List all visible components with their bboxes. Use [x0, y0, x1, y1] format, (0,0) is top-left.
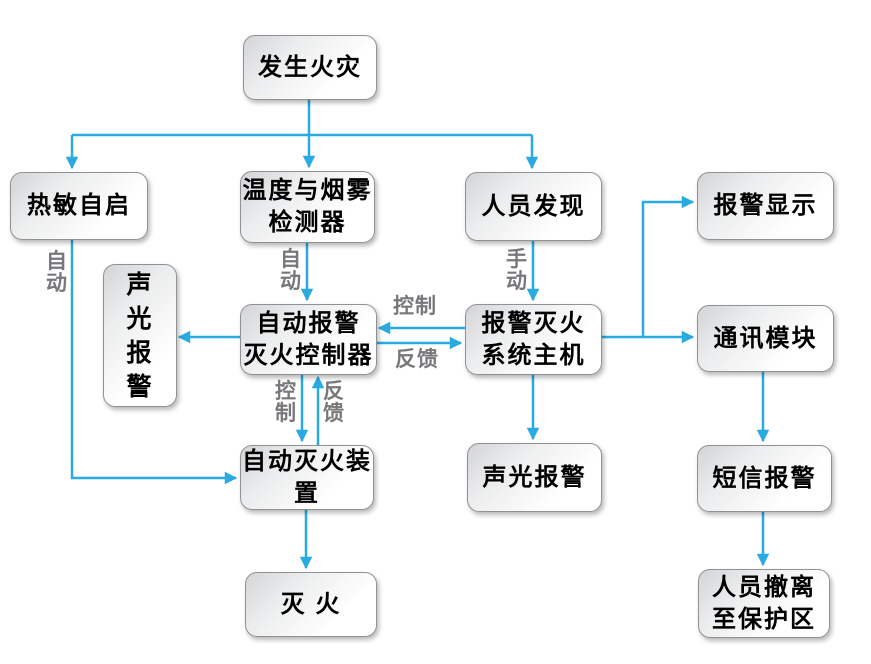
- node-controller: 自动报警 灭火控制器: [240, 304, 377, 375]
- node-detector: 温度与烟雾 检测器: [240, 171, 375, 243]
- node-device: 自动灭火装置: [240, 445, 374, 510]
- node-sound-side: 声 光 报 警: [103, 264, 177, 407]
- node-sms: 短信报警: [697, 445, 832, 512]
- node-host: 报警灭火 系统主机: [465, 304, 602, 375]
- node-device-label: 自动灭火装置: [242, 447, 372, 507]
- node-display-label: 报警显示: [713, 192, 818, 220]
- node-thermal-label: 热敏自启: [27, 192, 131, 220]
- node-detector-label: 温度与烟雾 检测器: [242, 177, 373, 236]
- node-sound-side-label: 声 光 报 警: [126, 270, 154, 401]
- node-extinguish: 灭 火: [245, 572, 377, 637]
- edge-label-control-vertical: 控 制: [275, 380, 297, 425]
- node-fire-label: 发生火灾: [258, 53, 362, 81]
- edge-label-feedback-horizontal: 反馈: [395, 348, 439, 371]
- edge-label-auto-center: 自 动: [280, 248, 302, 293]
- node-person-label: 人员发现: [481, 192, 586, 220]
- node-fire: 发生火灾: [243, 35, 377, 100]
- node-thermal: 热敏自启: [10, 172, 148, 240]
- node-extinguish-label: 灭 火: [280, 590, 342, 618]
- node-display: 报警显示: [697, 172, 834, 240]
- node-sms-label: 短信报警: [712, 464, 817, 492]
- node-person: 人员发现: [465, 172, 602, 241]
- node-controller-label: 自动报警 灭火控制器: [243, 309, 374, 369]
- edge-label-feedback-vertical: 反 馈: [323, 380, 345, 425]
- node-host-label: 报警灭火 系统主机: [481, 309, 586, 369]
- node-comm-label: 通讯模块: [713, 324, 818, 352]
- node-evacuate: 人员撤离 至保护区: [698, 569, 830, 638]
- edge-label-manual: 手 动: [506, 248, 528, 293]
- edge-label-control-horizontal: 控制: [393, 295, 437, 318]
- node-evacuate-label: 人员撤离 至保护区: [712, 573, 816, 633]
- node-sound-bottom: 声光报警: [467, 443, 602, 512]
- edge-thermal-to-device: [70, 238, 238, 485]
- node-comm: 通讯模块: [697, 305, 834, 372]
- node-sound-bottom-label: 声光报警: [482, 463, 587, 491]
- edge-host-to-display: [641, 195, 695, 337]
- edge-label-auto-left: 自 动: [46, 250, 68, 295]
